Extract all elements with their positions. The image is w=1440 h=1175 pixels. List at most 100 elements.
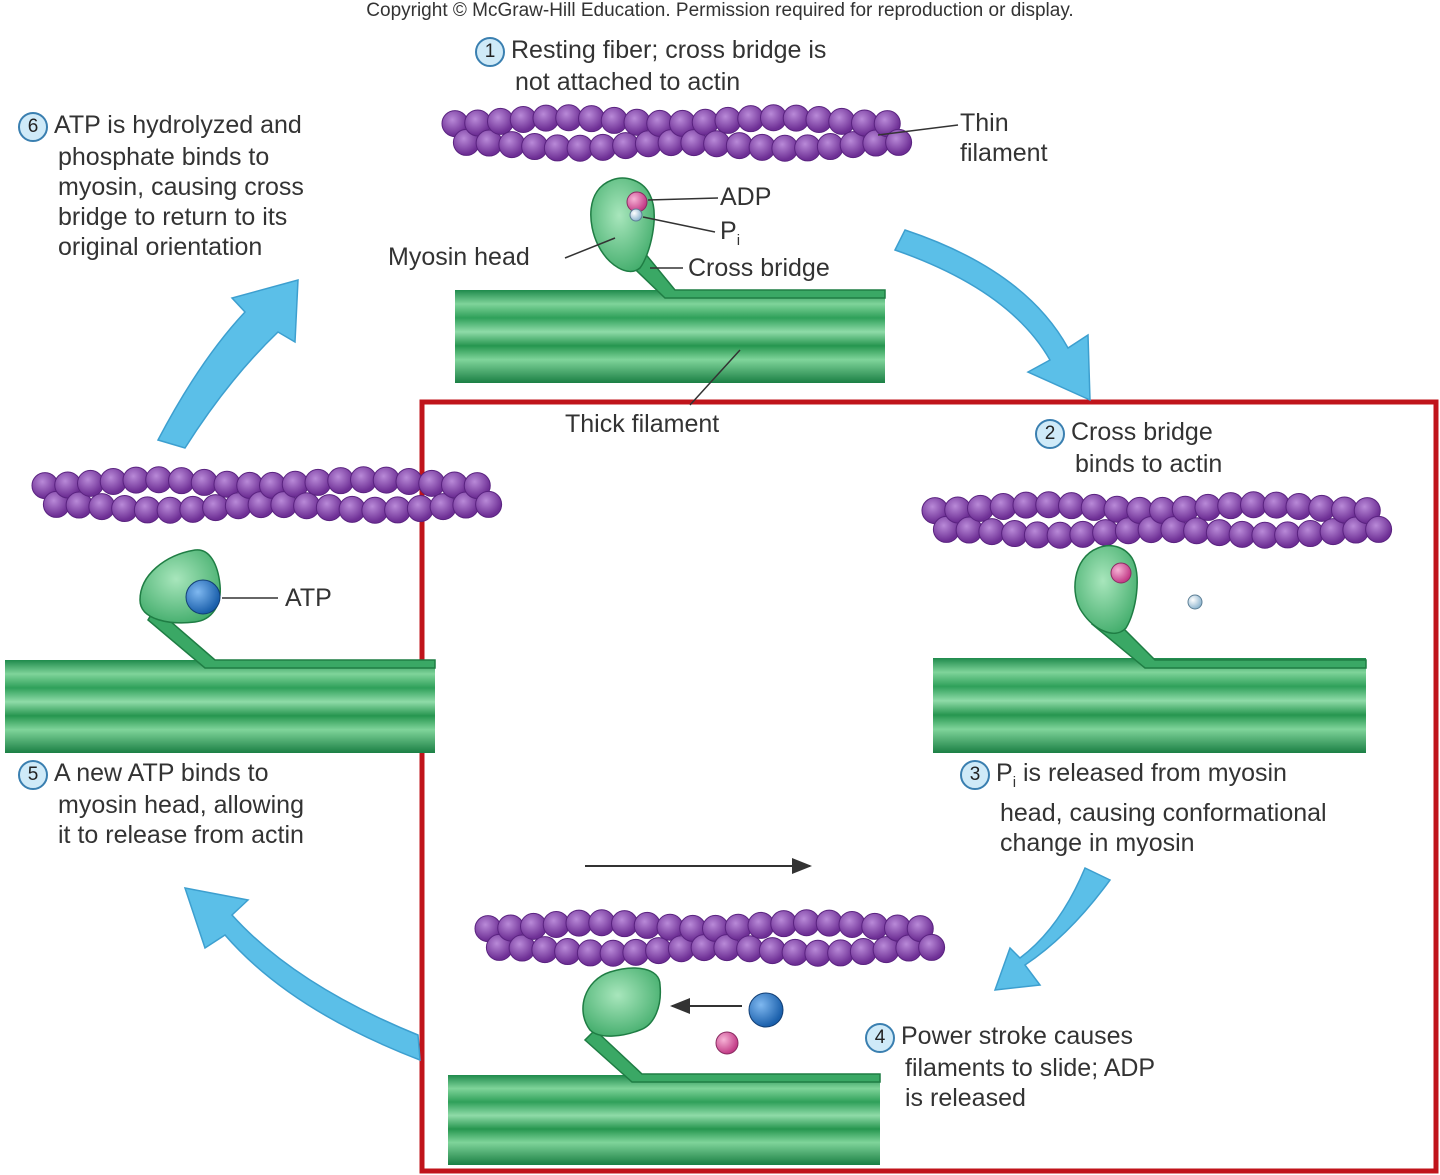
step-4-line-3: is released [905, 1084, 1026, 1112]
step-1-line-1: Resting fiber; cross bridge is [511, 36, 827, 64]
actin-monomer [645, 937, 673, 965]
cross-bridge-5 [147, 606, 436, 669]
thick-filament-2 [933, 658, 1366, 753]
actin-monomer [885, 128, 913, 156]
actin-monomer [622, 938, 650, 966]
thin-filament-1 [441, 104, 913, 162]
thick-filament-5 [5, 660, 435, 753]
step-6-number: 6 [18, 112, 48, 142]
actin-monomer [145, 466, 173, 494]
myosin-head-label: Myosin head [388, 243, 530, 271]
actin-monomer [111, 495, 139, 523]
actin-monomer [576, 939, 604, 967]
pi-label: Pi [720, 216, 740, 256]
actin-monomer [736, 935, 764, 963]
actin-monomer [781, 938, 809, 966]
actin-monomer [350, 466, 377, 494]
actin-monomer [395, 467, 423, 495]
step-4-number: 4 [865, 1023, 895, 1053]
pi-label-letter: P [720, 217, 737, 245]
actin-monomer [475, 490, 503, 518]
actin-monomer [315, 494, 343, 522]
panel-5-atp-binding [5, 466, 503, 753]
step-1-line-2: not attached to actin [515, 68, 741, 96]
myosin-head-1 [590, 177, 655, 273]
actin-monomer [760, 104, 787, 132]
step-5-line-2: myosin head, allowing [58, 791, 304, 819]
panel-4-power-stroke [448, 858, 946, 1165]
actin-monomer [1080, 493, 1108, 521]
actin-monomer [794, 134, 822, 162]
actin-monomer [588, 909, 616, 937]
actin-monomer [304, 468, 332, 496]
pi-molecule-released [1187, 594, 1203, 610]
actin-monomer [1262, 491, 1290, 519]
highlight-box [419, 399, 1439, 1174]
actin-monomer [327, 467, 355, 495]
step-6-line-2: phosphate binds to [58, 143, 270, 171]
step-3-line-2: head, causing conformational [1000, 799, 1327, 827]
actin-monomer [737, 105, 765, 133]
step-6-line-3: myosin, causing cross [58, 173, 304, 201]
actin-monomer [122, 466, 150, 494]
cycle-arrow-3-to-4 [993, 866, 1112, 991]
adp-label: ADP [720, 183, 772, 211]
actin-monomer [1035, 491, 1063, 519]
cross-bridge-4 [583, 1028, 881, 1083]
cycle-arrow-4-to-5 [183, 887, 421, 1062]
actin-monomer [828, 107, 856, 135]
actin-monomer [1092, 519, 1120, 547]
thin-filament-label: Thin filament [960, 108, 1048, 168]
actin-monomer [578, 105, 605, 133]
actin-monomer [99, 467, 127, 495]
actin-monomer [509, 105, 537, 133]
actin-monomer [1365, 515, 1393, 543]
actin-monomer [1069, 520, 1097, 548]
step-3-number: 3 [960, 760, 990, 790]
actin-monomer [703, 130, 731, 158]
actin-monomer [384, 496, 412, 524]
actin-monomer [861, 912, 889, 940]
actin-monomer [168, 467, 195, 495]
step-3-line-3: change in myosin [1000, 829, 1195, 857]
cycle-arrow-5-to-6 [156, 279, 299, 449]
actin-monomer [771, 134, 799, 162]
actin-monomer [88, 493, 116, 521]
thin-filament-label-line-1: Thin [960, 109, 1009, 137]
cross-bridge-label: Cross bridge [688, 254, 830, 282]
actin-monomer [849, 938, 877, 966]
actin-monomer [406, 495, 434, 523]
step-2-line-2: binds to actin [1075, 450, 1223, 478]
actin-monomer [293, 492, 321, 520]
actin-monomer [747, 911, 775, 939]
myosin-head-4 [582, 967, 662, 1037]
actin-monomer [418, 469, 446, 497]
step-4-line-2: filaments to slide; ADP [905, 1054, 1156, 1082]
actin-monomer [725, 132, 753, 160]
actin-monomer [633, 911, 661, 939]
actin-monomer [611, 910, 638, 938]
actin-monomer [815, 909, 843, 937]
actin-monomer [1308, 494, 1336, 522]
atp-label: ATP [285, 584, 332, 612]
step-4-line-1: Power stroke causes [901, 1022, 1134, 1050]
actin-monomer [521, 133, 549, 161]
step-1-number: 1 [475, 37, 505, 67]
actin-monomer [1046, 521, 1074, 549]
atp-molecule-4 [748, 992, 784, 1028]
actin-monomer [805, 105, 833, 133]
actin-monomer [1001, 520, 1029, 548]
actin-monomer [1217, 492, 1245, 520]
thin-filament-5 [31, 466, 503, 524]
actin-monomer [804, 939, 832, 967]
thin-filament-4 [474, 909, 946, 967]
actin-monomer [1240, 491, 1267, 519]
actin-monomer [612, 132, 640, 160]
actin-monomer [838, 910, 866, 938]
actin-monomer [918, 933, 946, 961]
step-5-line-1: A new ATP binds to [54, 759, 269, 787]
